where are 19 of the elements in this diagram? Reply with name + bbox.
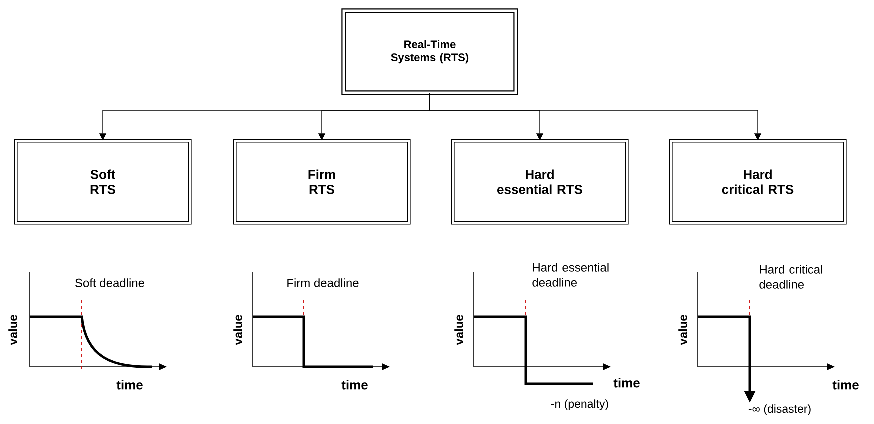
deadline-label: Hard essential deadline bbox=[532, 263, 609, 287]
axis-label: value bbox=[454, 315, 464, 346]
value-note: -∞ (disaster) bbox=[748, 404, 811, 416]
category-box: Soft RTS bbox=[14, 139, 192, 225]
axis-label: time bbox=[342, 380, 368, 390]
deadline-label: Hard critical deadline bbox=[760, 265, 822, 289]
axis-label: time bbox=[832, 380, 859, 390]
axis-label: value bbox=[678, 315, 688, 346]
axis-label: time bbox=[614, 378, 640, 388]
axis-label: time bbox=[116, 380, 143, 390]
root-box: Real-Time Systems (RTS) bbox=[342, 8, 518, 96]
axis-label: value bbox=[234, 315, 242, 346]
deadline-label: Soft deadline bbox=[76, 278, 144, 288]
category-box: Hard essential RTS bbox=[451, 139, 629, 225]
axis-label: value bbox=[8, 315, 18, 346]
category-box: Hard critical RTS bbox=[669, 139, 847, 225]
deadline-label: Firm deadline bbox=[288, 278, 359, 288]
category-box: Firm RTS bbox=[233, 139, 411, 225]
value-note: -n (penalty) bbox=[551, 400, 608, 410]
